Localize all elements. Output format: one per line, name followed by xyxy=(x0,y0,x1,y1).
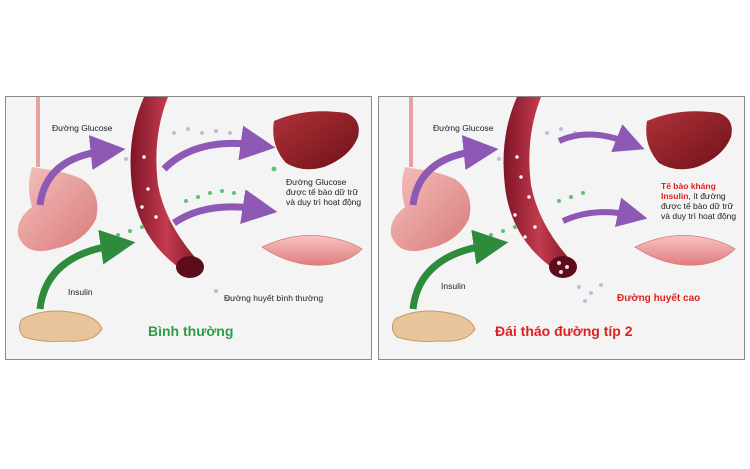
liver-note: Tế bào kháng Insulin, ít đường được tế b… xyxy=(661,181,739,221)
normal-panel: Đường Glucose Đường Glucose được tế bào … xyxy=(5,96,372,360)
blood-sugar-label: Đường huyết bình thường xyxy=(224,293,324,303)
glucose-dots xyxy=(94,127,246,301)
stomach xyxy=(17,97,98,252)
blood-sugar-label: Đường huyết cao xyxy=(617,293,701,304)
blood-vessel xyxy=(130,97,204,278)
normal-illustration xyxy=(17,97,363,342)
insulin-label: Insulin xyxy=(68,287,93,297)
insulin-dots xyxy=(104,166,277,241)
pancreas xyxy=(18,310,103,342)
panel-title: Bình thường xyxy=(148,323,234,339)
stomach xyxy=(390,97,471,252)
insulin-arrow xyxy=(36,229,136,310)
diabetes-illustration xyxy=(390,97,736,342)
glucose-label: Đường Glucose xyxy=(52,123,113,133)
muscle xyxy=(634,235,736,266)
glucose-arrow-liver xyxy=(557,124,645,153)
liver-note-rest: , ít đường được tế bào dữ trữ và duy trì… xyxy=(661,191,737,222)
diabetes-panel: Đường Glucose Tế bào kháng Insulin, ít đ… xyxy=(378,96,745,360)
glucose-arrow-muscle xyxy=(561,197,648,227)
glucose-label: Đường Glucose xyxy=(433,123,494,133)
liver-note: Đường Glucose được tế bào dữ trữ và duy … xyxy=(286,177,362,208)
insulin-resistance-highlight: Tế bào kháng Insulin xyxy=(661,181,716,202)
liver xyxy=(273,111,359,170)
glucose-arrow-liver xyxy=(161,125,276,172)
liver xyxy=(646,111,732,170)
panel-title: Đái tháo đường típ 2 xyxy=(495,323,633,339)
pancreas xyxy=(391,310,476,342)
glucose-arrow-stomach xyxy=(36,135,126,206)
insulin-label: Insulin xyxy=(441,281,466,291)
muscle xyxy=(261,235,363,266)
blood-vessel xyxy=(503,97,577,278)
insulin-arrow xyxy=(409,229,509,310)
glucose-arrow-stomach xyxy=(409,135,499,206)
glucose-arrow-muscle xyxy=(172,189,278,226)
